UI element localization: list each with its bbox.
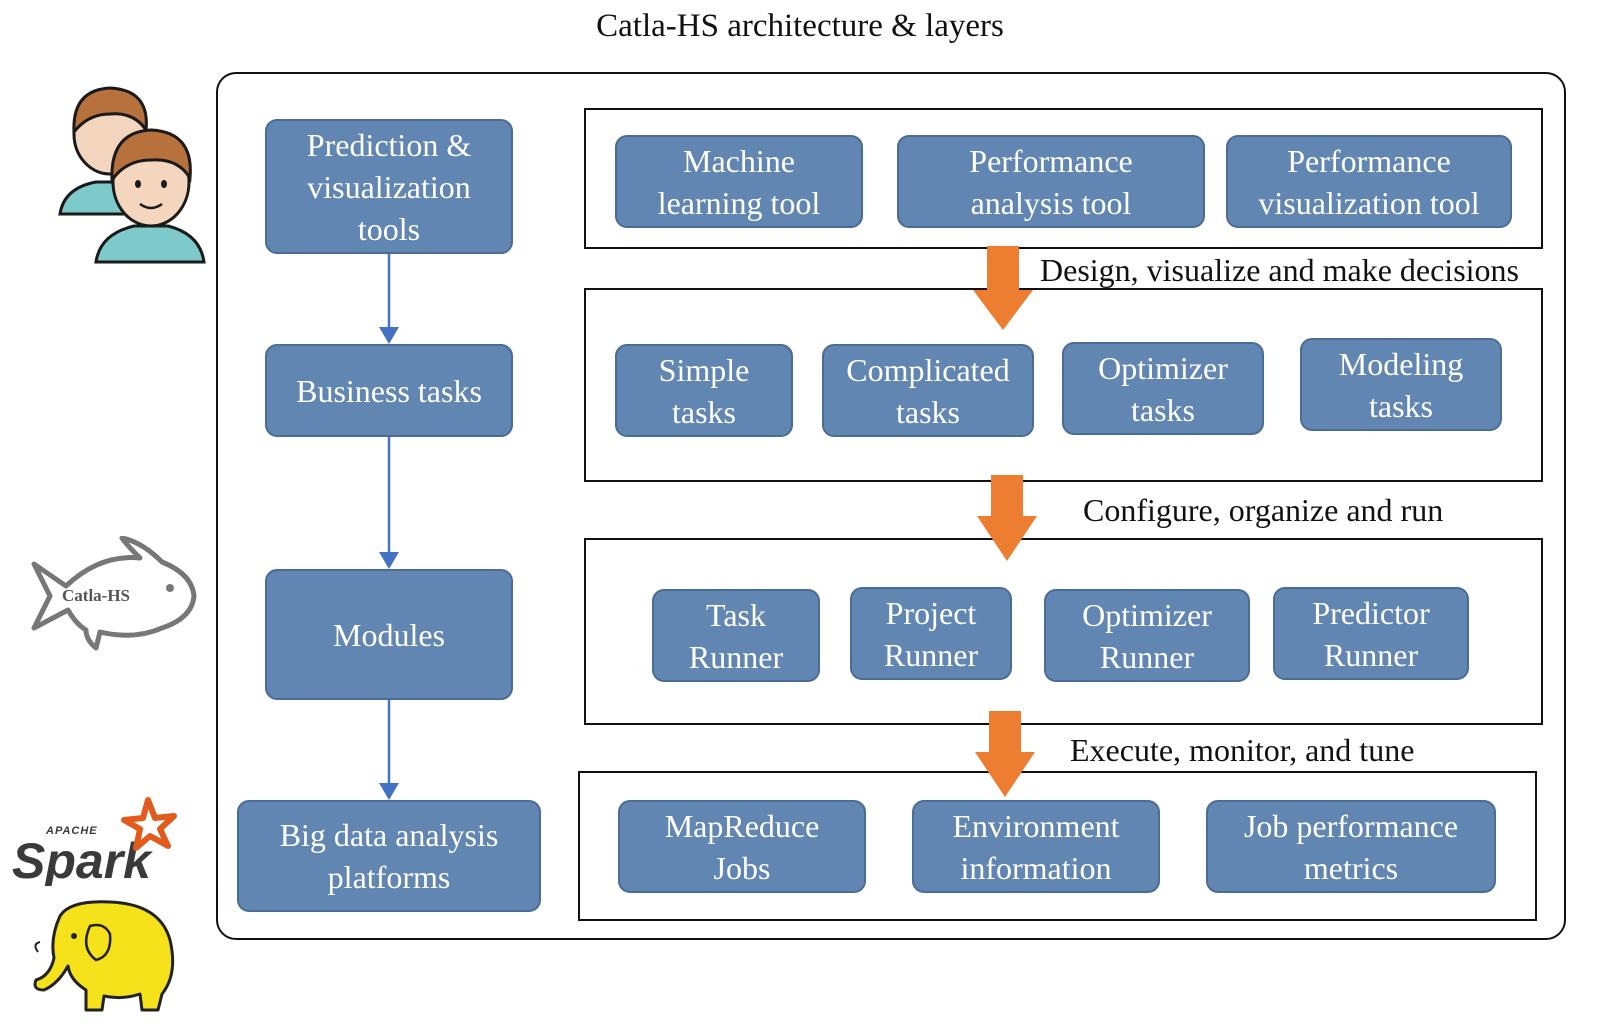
node-performance-visualization-tool: Performance visualization tool — [1226, 135, 1512, 228]
diagram-title: Catla-HS architecture & layers — [596, 8, 1004, 44]
architecture-frame — [216, 72, 1566, 940]
edge-label-configure: Configure, organize and run — [1083, 492, 1444, 528]
node-project-runner: Project Runner — [850, 587, 1012, 680]
node-environment-information: Environment information — [912, 800, 1160, 893]
catla-hs-fish-logo: Catla-HS — [31, 536, 197, 651]
edge-label-execute: Execute, monitor, and tune — [1070, 732, 1415, 768]
apache-spark-logo: APACHE Spark — [12, 797, 177, 886]
node-performance-analysis-tool: Performance analysis tool — [897, 135, 1205, 228]
node-machine-learning-tool: Machine learning tool — [615, 135, 863, 228]
layer-arrow-2 — [977, 475, 1037, 561]
node-modeling-tasks: Modeling tasks — [1300, 338, 1502, 431]
node-task-runner: Task Runner — [652, 589, 820, 682]
edge-label-design: Design, visualize and make decisions — [1040, 252, 1519, 288]
node-modules: Modules — [265, 569, 513, 700]
node-prediction-visualization-tools: Prediction & visualization tools — [265, 119, 513, 254]
svg-text:Spark: Spark — [12, 833, 153, 886]
node-simple-tasks: Simple tasks — [615, 344, 793, 437]
svg-text:APACHE: APACHE — [45, 825, 98, 837]
layer-arrow-3 — [975, 711, 1035, 797]
node-optimizer-tasks: Optimizer tasks — [1062, 342, 1264, 435]
flow-arrowhead-1 — [379, 327, 399, 344]
node-business-tasks: Business tasks — [265, 344, 513, 437]
svg-text:Catla-HS: Catla-HS — [62, 586, 130, 605]
node-big-data-platforms: Big data analysis platforms — [237, 800, 541, 912]
flow-arrowhead-2 — [379, 552, 399, 569]
node-predictor-runner: Predictor Runner — [1273, 587, 1469, 680]
flow-arrowhead-3 — [379, 783, 399, 800]
node-job-performance-metrics: Job performance metrics — [1206, 800, 1496, 893]
node-mapreduce-jobs: MapReduce Jobs — [618, 800, 866, 893]
hadoop-elephant-logo — [33, 900, 175, 1012]
layer-arrow-1 — [973, 246, 1033, 330]
node-optimizer-runner: Optimizer Runner — [1044, 589, 1250, 682]
users-icon — [58, 86, 206, 264]
node-complicated-tasks: Complicated tasks — [822, 344, 1034, 437]
